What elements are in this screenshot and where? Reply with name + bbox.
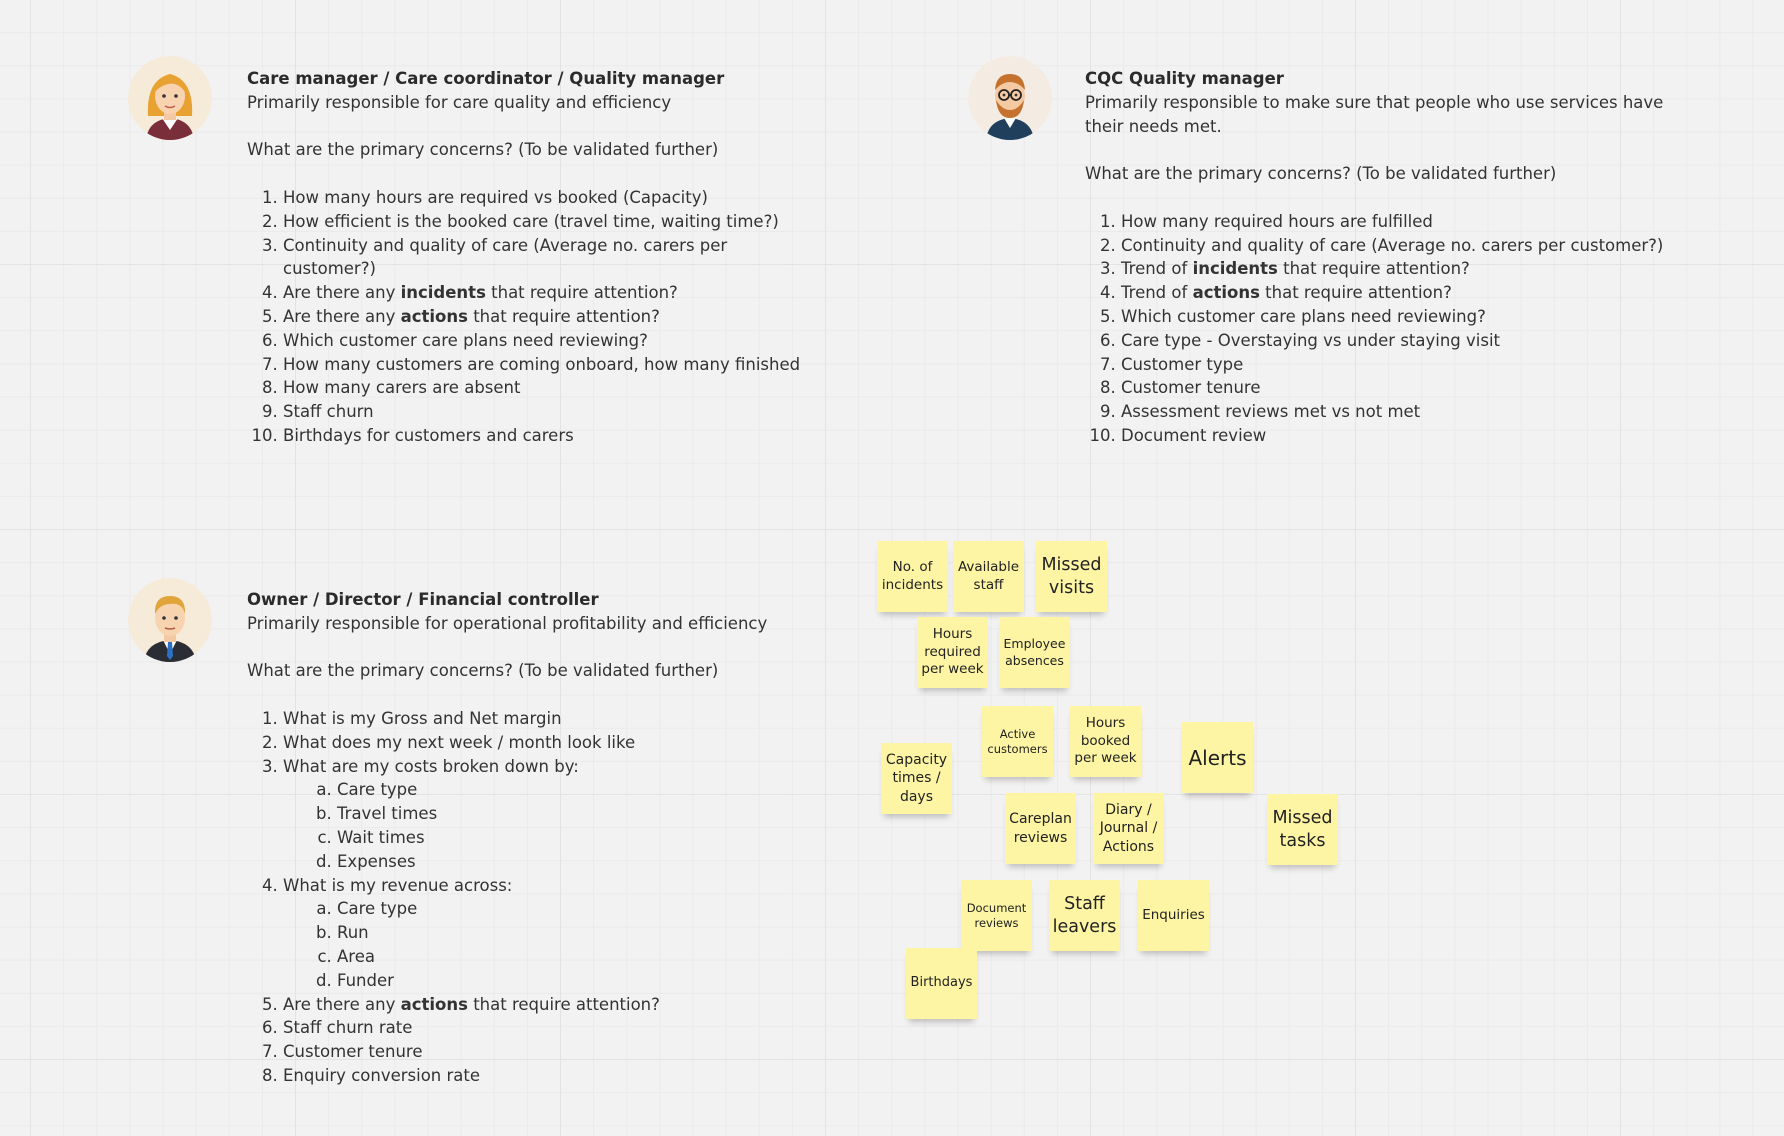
persona-question: What are the primary concerns? (To be va… xyxy=(1085,164,1557,184)
list-item: Birthdays for customers and carers xyxy=(283,424,807,448)
list-item: Trend of incidents that require attentio… xyxy=(1121,257,1725,281)
list-item: Staff churn rate xyxy=(283,1016,807,1040)
concerns-list: How many required hours are fulfilled Co… xyxy=(1085,210,1725,448)
list-item: Customer tenure xyxy=(1121,376,1725,400)
sub-list-item: Care type xyxy=(337,897,807,921)
sticky-note-diary[interactable]: Diary /Journal /Actions xyxy=(1093,793,1164,864)
sub-list-item: Expenses xyxy=(337,850,807,874)
list-item: Trend of actions that require attention? xyxy=(1121,281,1725,305)
list-item: How efficient is the booked care (travel… xyxy=(283,210,807,234)
persona-subtitle: Primarily responsible to make sure that … xyxy=(1085,92,1664,112)
list-item: Which customer care plans need reviewing… xyxy=(1121,305,1725,329)
persona-title: Owner / Director / Financial controller xyxy=(247,590,599,609)
sub-list: Care type Travel times Wait times Expens… xyxy=(283,778,807,873)
sub-list-item: Care type xyxy=(337,778,807,802)
list-item: What is my Gross and Net margin xyxy=(283,707,807,731)
list-item: How many carers are absent xyxy=(283,376,807,400)
persona-title: CQC Quality manager xyxy=(1085,69,1284,88)
persona-title: Care manager / Care coordinator / Qualit… xyxy=(247,69,725,88)
sub-list-item: Area xyxy=(337,945,807,969)
list-item: Customer tenure xyxy=(283,1040,807,1064)
list-item: What are my costs broken down by: Care t… xyxy=(283,755,807,874)
list-item: Assessment reviews met vs not met xyxy=(1121,400,1725,424)
list-item: Continuity and quality of care (Average … xyxy=(1121,234,1725,258)
sub-list: Care type Run Area Funder xyxy=(283,897,807,992)
list-item: Are there any actions that require atten… xyxy=(283,305,807,329)
owner-avatar-icon xyxy=(128,578,212,662)
concerns-list: How many hours are required vs booked (C… xyxy=(247,186,807,448)
sticky-note-enquiries[interactable]: Enquiries xyxy=(1138,880,1209,951)
list-item: What is my revenue across: Care type Run… xyxy=(283,874,807,993)
care-manager-avatar-icon xyxy=(128,56,212,140)
sub-list-item: Travel times xyxy=(337,802,807,826)
list-item: Document review xyxy=(1121,424,1725,448)
persona-subtitle-cont: their needs met. xyxy=(1085,116,1222,136)
sticky-note-birthdays[interactable]: Birthdays xyxy=(906,948,977,1019)
persona-subtitle: Primarily responsible for care quality a… xyxy=(247,92,672,112)
sub-list-item: Wait times xyxy=(337,826,807,850)
sub-list-item: Run xyxy=(337,921,807,945)
list-item: How many hours are required vs booked (C… xyxy=(283,186,807,210)
list-item: Staff churn xyxy=(283,400,807,424)
list-item: Are there any actions that require atten… xyxy=(283,993,807,1017)
list-item: How many required hours are fulfilled xyxy=(1121,210,1725,234)
list-item: What does my next week / month look like xyxy=(283,731,807,755)
list-item: Enquiry conversion rate xyxy=(283,1064,807,1088)
sub-list-item: Funder xyxy=(337,969,807,993)
list-item: How many customers are coming onboard, h… xyxy=(283,353,807,377)
persona-owner: Owner / Director / Financial controller … xyxy=(247,588,807,1088)
list-item: Care type - Overstaying vs under staying… xyxy=(1121,329,1725,353)
persona-question: What are the primary concerns? (To be va… xyxy=(247,140,719,160)
list-item: Are there any incidents that require att… xyxy=(283,281,807,305)
list-item: Continuity and quality of care (Average … xyxy=(283,234,807,282)
sticky-note-alerts[interactable]: Alerts xyxy=(1182,722,1253,793)
concerns-list: What is my Gross and Net margin What doe… xyxy=(247,707,807,1088)
persona-cqc-manager: CQC Quality manager Primarily responsibl… xyxy=(1085,67,1725,448)
persona-care-manager: Care manager / Care coordinator / Qualit… xyxy=(247,67,807,448)
list-item: Which customer care plans need reviewing… xyxy=(283,329,807,353)
persona-question: What are the primary concerns? (To be va… xyxy=(247,661,719,681)
persona-subtitle: Primarily responsible for operational pr… xyxy=(247,613,768,633)
list-item: Customer type xyxy=(1121,353,1725,377)
cqc-manager-avatar-icon xyxy=(968,56,1052,140)
